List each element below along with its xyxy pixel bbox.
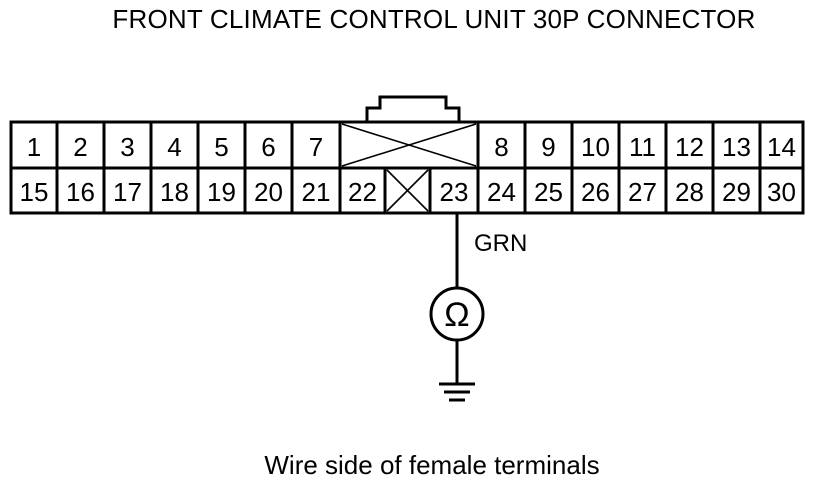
pin-label-14: 14 [767,132,796,162]
pin-label-18: 18 [160,177,189,207]
diagram-caption: Wire side of female terminals [264,450,600,480]
pin-label-30: 30 [767,177,796,207]
pin-label-1: 1 [27,132,41,162]
pin-label-11: 11 [629,132,656,162]
ground-icon [439,382,475,402]
blank-cavity-cross [341,123,477,167]
ohm-symbol: Ω [444,296,469,334]
pin-label-24: 24 [487,177,516,207]
pin-label-10: 10 [581,132,610,162]
pin-label-13: 13 [722,132,751,162]
pin-label-5: 5 [214,132,228,162]
pin-label-4: 4 [167,132,181,162]
pin-label-12: 12 [675,132,704,162]
connector-lock-tab [340,95,478,124]
pin-label-28: 28 [675,177,704,207]
pin-label-9: 9 [541,132,555,162]
wire-color-label: GRN [474,230,527,257]
pin-label-6: 6 [261,132,275,162]
pin-label-29: 29 [722,177,751,207]
pin-label-7: 7 [309,132,323,162]
pin-label-22: 22 [348,177,377,207]
test-circuit [429,213,485,402]
pin-label-17: 17 [113,177,142,207]
diagram-title: FRONT CLIMATE CONTROL UNIT 30P CONNECTOR [112,4,756,34]
pin-label-2: 2 [73,132,87,162]
pin-label-16: 16 [66,177,95,207]
blank-cavity-cross [386,169,429,212]
pin-label-19: 19 [207,177,236,207]
pin-label-23: 23 [440,177,469,207]
pin-label-26: 26 [581,177,610,207]
pin-label-25: 25 [534,177,563,207]
pin-label-21: 21 [302,177,331,207]
pin-label-8: 8 [494,132,508,162]
pin-label-20: 20 [254,177,283,207]
pin-label-27: 27 [628,177,657,207]
connector-body [9,95,805,215]
pin-label-3: 3 [120,132,134,162]
pin-label-15: 15 [20,177,49,207]
